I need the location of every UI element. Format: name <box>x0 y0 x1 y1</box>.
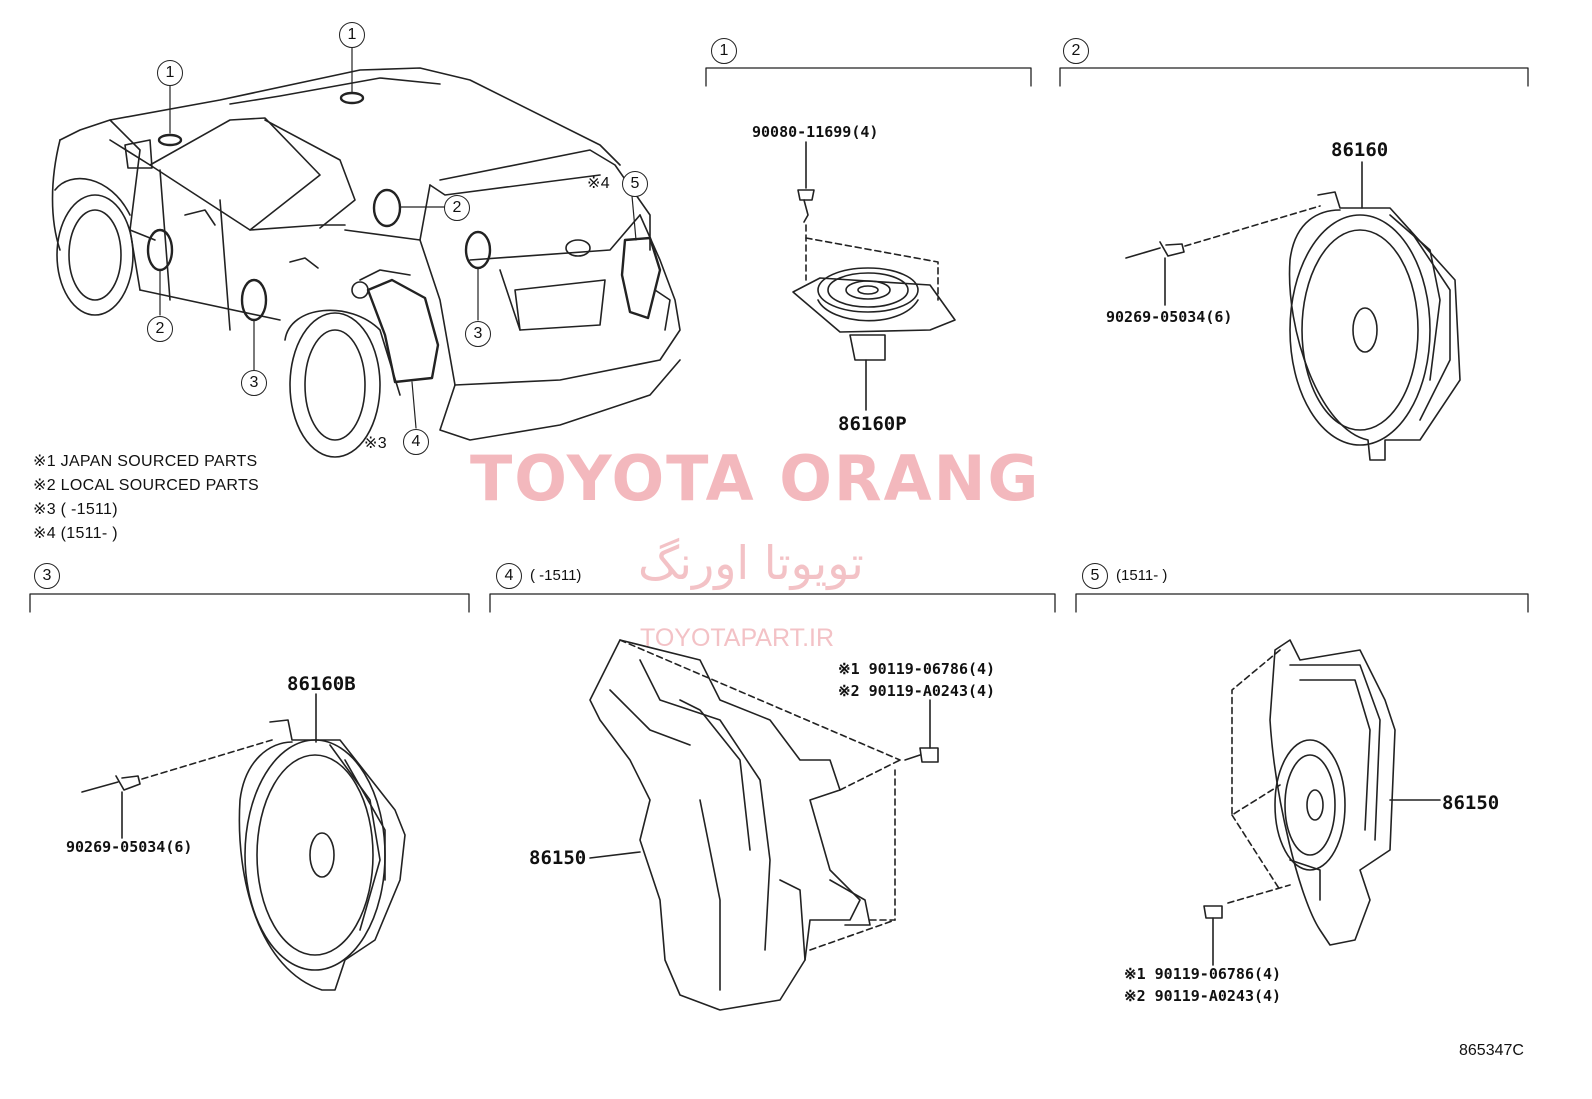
callout-5-car: 5 <box>622 171 648 197</box>
part-86150-s5[interactable]: 86150 <box>1442 792 1500 814</box>
diagram-code: 865347C <box>1459 1042 1524 1059</box>
part-90080-11699[interactable]: 90080-11699(4) <box>752 123 879 141</box>
part-86160B[interactable]: 86160B <box>287 673 356 695</box>
vehicle-leader-lines <box>159 45 637 429</box>
part-86160[interactable]: 86160 <box>1331 139 1389 161</box>
part-86150-s4[interactable]: 86150 <box>529 847 587 869</box>
section-5-callout: 5 <box>1082 563 1108 589</box>
callout-4-car: 4 <box>403 429 429 455</box>
part-90269-05034-s3[interactable]: 90269-05034(6) <box>66 838 193 856</box>
part-90119-A0243-s4[interactable]: ※2 90119-A0243(4) <box>838 682 996 700</box>
callout-3-car-b: 3 <box>465 321 491 347</box>
watermark-persian: تویوتا اورنگ <box>638 536 864 590</box>
section-4-callout: 4 <box>496 563 522 589</box>
section-2-callout: 2 <box>1063 38 1089 64</box>
callout-3-car-a: 3 <box>241 370 267 396</box>
callout-1-car-b: 1 <box>339 22 365 48</box>
car-mark-4: ※4 <box>587 175 610 192</box>
callout-2-car-a: 2 <box>444 195 470 221</box>
speaker-86160B-drawing <box>81 693 406 991</box>
section-3-callout: 3 <box>34 563 60 589</box>
note-local-sourced: ※2 LOCAL SOURCED PARTS <box>33 477 259 494</box>
speaker-86160-drawing <box>1125 161 1461 461</box>
section-4-range: ( -1511) <box>530 567 582 584</box>
section-frames <box>29 67 1529 613</box>
note-japan-sourced: ※1 JAPAN SOURCED PARTS <box>33 453 258 470</box>
watermark-title: TOYOTA ORANG <box>470 442 1041 515</box>
callout-2-car-b: 2 <box>147 316 173 342</box>
part-86160P[interactable]: 86160P <box>838 413 907 435</box>
speaker-box-5-drawing <box>1203 639 1441 966</box>
section-5-range: (1511- ) <box>1116 567 1168 584</box>
part-90119-06786-s5[interactable]: ※1 90119-06786(4) <box>1124 965 1282 983</box>
part-90269-05034-s2[interactable]: 90269-05034(6) <box>1106 308 1233 326</box>
note-range-from-1511: ※4 (1511- ) <box>33 525 118 542</box>
car-mark-3: ※3 <box>364 435 387 452</box>
vehicle-outline <box>51 67 681 458</box>
note-range-until-1511: ※3 ( -1511) <box>33 501 118 518</box>
speaker-box-4-drawing <box>589 639 939 1011</box>
part-90119-06786-s4[interactable]: ※1 90119-06786(4) <box>838 660 996 678</box>
callout-1-car-a: 1 <box>157 60 183 86</box>
part-90119-A0243-s5[interactable]: ※2 90119-A0243(4) <box>1124 987 1282 1005</box>
section-1-callout: 1 <box>711 38 737 64</box>
watermark-site: TOYOTAPART.IR <box>640 624 835 652</box>
tweeter-drawing <box>792 141 956 411</box>
